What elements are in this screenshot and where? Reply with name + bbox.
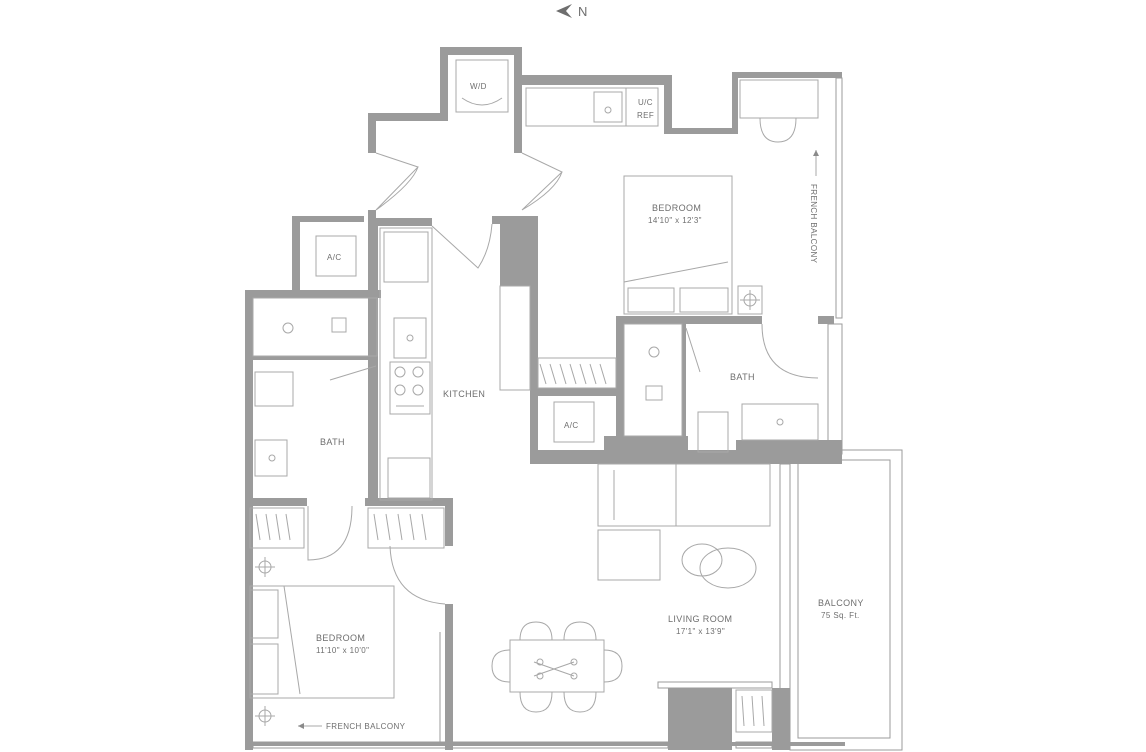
bedroom-main-size: 14'10" x 12'3" [648, 216, 702, 225]
sink-icon [741, 403, 819, 441]
bed-icon [249, 585, 395, 699]
stove-icon [389, 361, 431, 415]
kitchen-label: KITCHEN [443, 389, 485, 399]
walls [245, 47, 845, 750]
door-swing-icon [375, 152, 419, 211]
compass: N [556, 4, 588, 19]
toilet-icon [697, 411, 729, 453]
ref-label: REF [637, 111, 654, 120]
french-balcony-right: FRENCH BALCONY [809, 184, 818, 264]
french-balcony-bottom: FRENCH BALCONY [326, 722, 406, 731]
sink-icon [254, 439, 288, 477]
ac-mid-label: A/C [564, 421, 579, 430]
bedroom-second-name: BEDROOM [316, 633, 365, 643]
ac-top-label: A/C [327, 253, 342, 262]
dining-table-icon [509, 639, 605, 693]
compass-label: N [578, 4, 588, 19]
room-labels: W/D U/C REF BEDROOM 14'10" x 12'3" FRENC… [316, 82, 864, 731]
bed-icon [623, 175, 733, 315]
bath-right-label: BATH [730, 372, 755, 382]
uc-label: U/C [638, 98, 653, 107]
toilet-icon [254, 371, 294, 407]
fixtures [249, 59, 819, 733]
bath-left-label: BATH [320, 437, 345, 447]
balcony-area: 75 Sq. Ft. [821, 611, 860, 620]
sink-icon [393, 317, 427, 359]
bedroom-main-name: BEDROOM [652, 203, 701, 213]
wd-label: W/D [470, 82, 487, 91]
sofa-icon [597, 463, 771, 527]
sink-icon [593, 91, 623, 123]
glazing [252, 77, 903, 751]
bedroom-second-size: 11'10" x 10'0" [316, 646, 369, 655]
living-room-name: LIVING ROOM [668, 614, 732, 624]
balcony-name: BALCONY [818, 598, 864, 608]
living-room-size: 17'1" x 13'9" [676, 627, 725, 636]
compass-arrow-icon [556, 4, 572, 18]
